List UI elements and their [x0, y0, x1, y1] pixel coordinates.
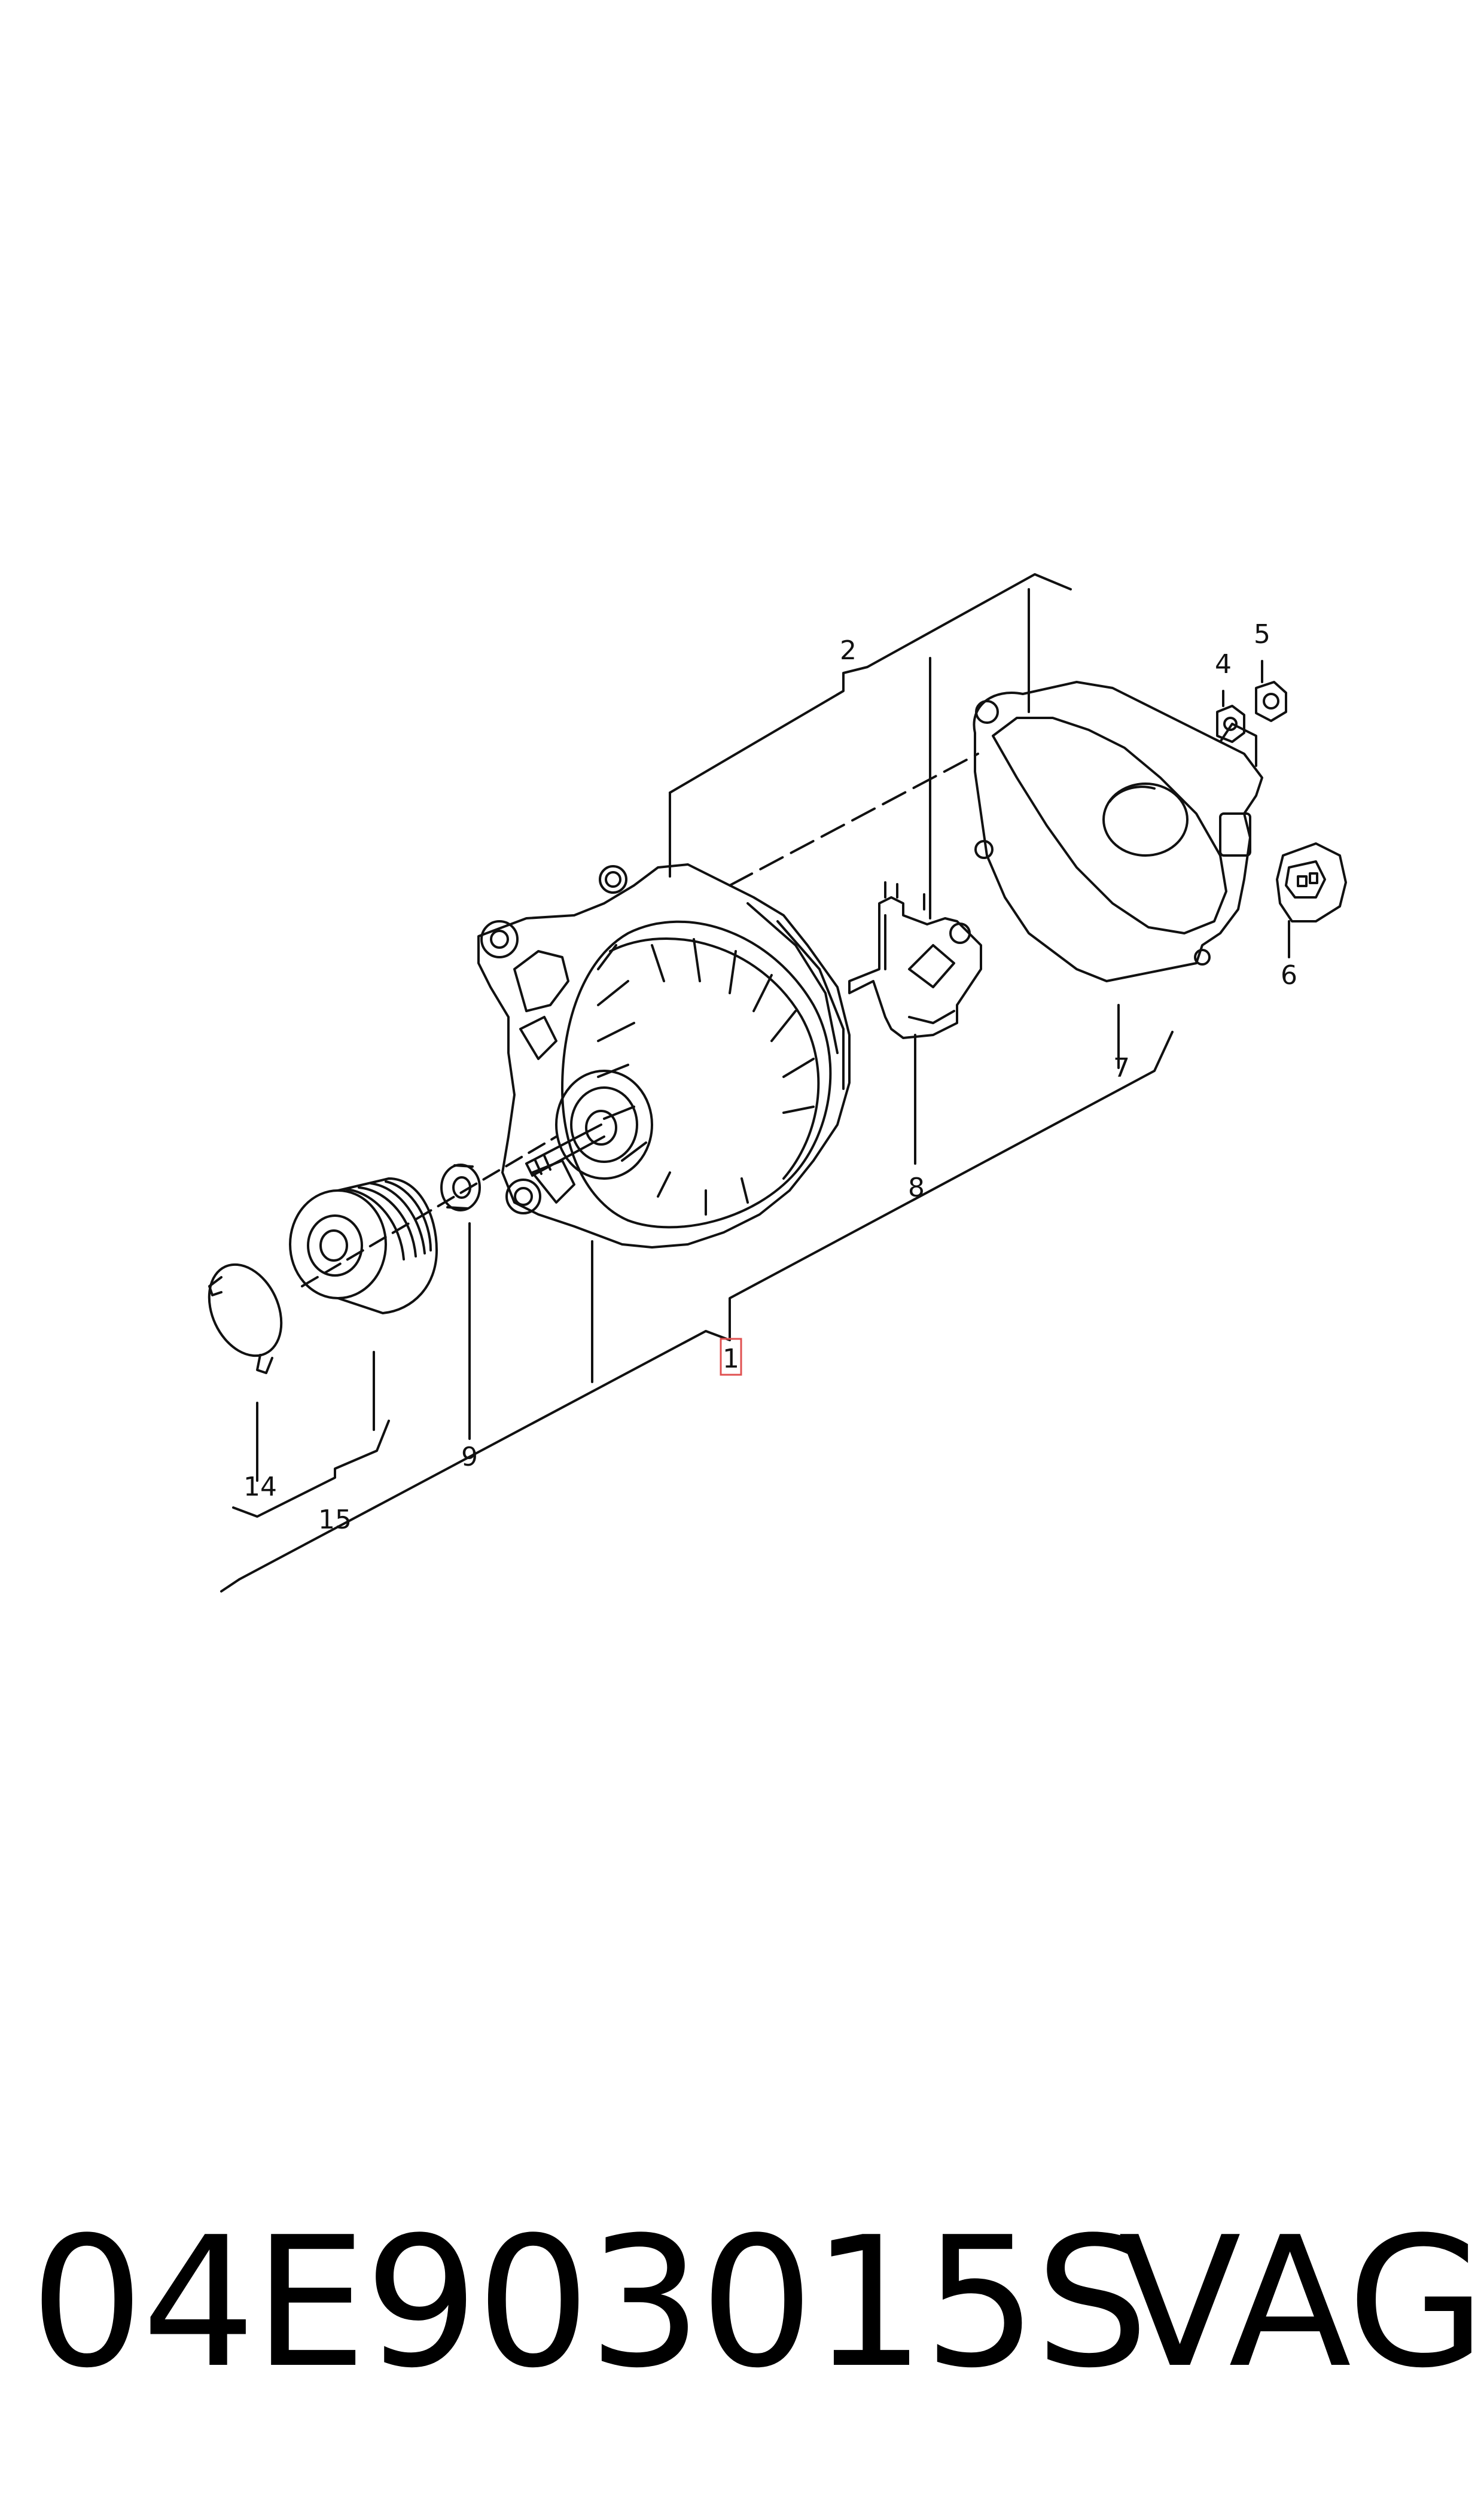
brand-label: VAG	[1119, 2199, 1484, 2407]
callout-9: 9	[461, 1442, 478, 1472]
bracket-15	[232, 1351, 390, 1518]
pulley-cap	[208, 1263, 283, 1374]
alternator-body	[477, 863, 851, 1249]
callout-1: 1	[723, 1344, 739, 1374]
callout-8: 8	[908, 1173, 925, 1203]
plug-connector	[1276, 842, 1347, 922]
voltage-regulator	[848, 881, 982, 1039]
callout-4: 4	[1215, 649, 1232, 680]
callout-15: 15	[318, 1505, 352, 1535]
callout-7: 7	[1113, 1053, 1130, 1083]
nut	[1216, 705, 1245, 743]
rear-cover	[973, 681, 1263, 982]
part-number: 04E903015S	[30, 2199, 1149, 2407]
freewheel-pulley	[289, 1177, 438, 1314]
bracket-1	[220, 1031, 1174, 1593]
bolt	[1255, 681, 1287, 722]
callout-5: 5	[1254, 619, 1270, 650]
spacer-ring	[440, 1164, 481, 1211]
item-1-highlight	[720, 1338, 742, 1376]
callout-2: 2	[840, 635, 857, 666]
callout-14: 14	[243, 1472, 277, 1502]
callout-6: 6	[1281, 960, 1297, 991]
bracket-2	[669, 573, 1072, 919]
